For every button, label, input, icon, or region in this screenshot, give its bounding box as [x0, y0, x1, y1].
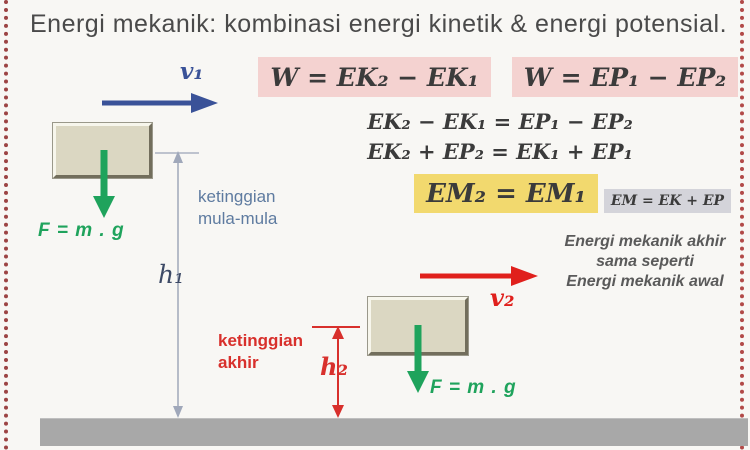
dotted-border-left	[4, 0, 8, 450]
force-label-initial: F = m . g	[38, 220, 125, 241]
gravity-arrow-final-icon	[407, 325, 429, 393]
final-height-caption: ketinggian akhir	[218, 331, 304, 373]
force-label-final: F = m . g	[430, 377, 517, 398]
conservation-note: Energi mekanik akhir sama seperti Energi…	[564, 233, 726, 290]
formula-em-conservation: EM₂ = EM₁	[414, 174, 598, 213]
formula-work-kinetic: W = EK₂ − EK₁	[258, 57, 491, 97]
dotted-border-right	[740, 0, 744, 450]
height-h2-label: h₂	[320, 352, 348, 381]
velocity-v2-arrow-icon	[420, 266, 538, 286]
velocity-v1-arrow-icon	[102, 93, 218, 113]
gravity-arrow-initial-icon	[93, 150, 115, 218]
formula-equality-step2: EK₂ + EP₂ = EK₁ + EP₁	[367, 139, 633, 164]
height-h1-measure-icon	[155, 151, 199, 418]
velocity-v1-label: v₁	[180, 58, 204, 85]
formula-equality-step1: EK₂ − EK₁ = EP₁ − EP₂	[367, 109, 633, 134]
ground-bar	[40, 418, 748, 446]
velocity-v2-label: v₂	[490, 283, 515, 312]
formula-em-definition: EM = EK + EP	[604, 189, 731, 213]
initial-height-caption: ketinggian mula-mula	[198, 187, 278, 229]
page-title: Energi mekanik: kombinasi energi kinetik…	[30, 10, 728, 38]
formula-work-potential: W = EP₁ − EP₂	[512, 57, 738, 97]
height-h1-label: h₁	[158, 260, 185, 289]
height-h2-measure-icon	[312, 326, 360, 418]
